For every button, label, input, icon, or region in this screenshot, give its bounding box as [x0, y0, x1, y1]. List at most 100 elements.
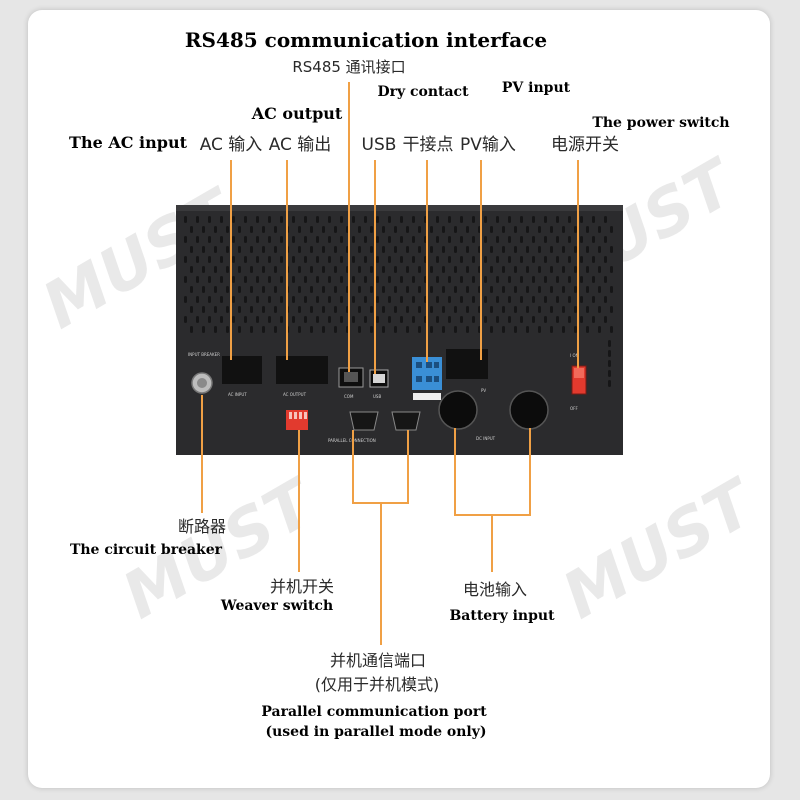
vent-slot — [334, 286, 337, 293]
vent-slot — [436, 256, 439, 263]
vent-slot — [592, 236, 595, 243]
vent-slot — [574, 266, 577, 273]
vent-slot — [508, 296, 511, 303]
vent-slot — [544, 236, 547, 243]
vent-slot — [532, 216, 535, 223]
vent-slot — [220, 236, 223, 243]
vent-slot — [352, 316, 355, 323]
vent-slot — [190, 246, 193, 253]
parallel-panel-label: PARALLEL CONNECTION — [328, 438, 376, 443]
vent-slot — [298, 226, 301, 233]
vent-slot — [196, 316, 199, 323]
vent-slot — [364, 216, 367, 223]
vent-slot — [340, 276, 343, 283]
vent-slot — [388, 216, 391, 223]
vent-slot — [418, 226, 421, 233]
vent-slot — [292, 216, 295, 223]
vent-slot — [298, 246, 301, 253]
vent-slot — [436, 236, 439, 243]
vent-slot — [352, 276, 355, 283]
vent-slot — [262, 306, 265, 313]
vent-slot — [328, 316, 331, 323]
vent-slot — [502, 246, 505, 253]
dip-switch-keys — [289, 412, 307, 419]
vent-slot — [568, 236, 571, 243]
label-usb: USB — [362, 135, 397, 155]
vent-slot — [316, 236, 319, 243]
vent-slot — [274, 226, 277, 233]
vent-slot — [514, 286, 517, 293]
vent-slot — [214, 246, 217, 253]
vent-slot — [364, 276, 367, 283]
label-parallel-port-en-1: Parallel communication port — [261, 704, 487, 720]
vent-slot — [460, 216, 463, 223]
ac-input-block — [222, 356, 262, 384]
vent-slot — [394, 326, 397, 333]
vent-slot — [556, 296, 559, 303]
com-panel-label: COM — [344, 394, 354, 399]
vent-slot — [502, 286, 505, 293]
vent-slot — [232, 316, 235, 323]
vent-slot — [274, 326, 277, 333]
vent-slot — [526, 326, 529, 333]
vent-slot — [214, 266, 217, 273]
vent-slot — [568, 296, 571, 303]
vent-slot — [418, 286, 421, 293]
vent-slot — [496, 296, 499, 303]
vent-slot — [220, 296, 223, 303]
vent-slot — [328, 296, 331, 303]
pv-panel-label: PV — [481, 388, 486, 393]
vent-slot — [430, 266, 433, 273]
vent-slot — [466, 306, 469, 313]
label-parallel-switch-cn: 并机开关 — [270, 577, 334, 596]
vent-slot — [562, 246, 565, 253]
vent-slot — [292, 236, 295, 243]
vent-slot — [448, 316, 451, 323]
vent-slot — [610, 246, 613, 253]
vent-slot — [466, 286, 469, 293]
vent-slot — [568, 276, 571, 283]
vent-slot — [196, 236, 199, 243]
vent-slot — [538, 266, 541, 273]
vent-slot — [412, 316, 415, 323]
vent-slot — [580, 296, 583, 303]
vent-slot — [496, 316, 499, 323]
vent-slot — [550, 246, 553, 253]
vent-slot — [298, 266, 301, 273]
vent-slot — [604, 256, 607, 263]
vent-slot — [376, 256, 379, 263]
switch-off-label: OFF — [570, 406, 578, 411]
vent-slot — [526, 306, 529, 313]
vent-slot — [226, 226, 229, 233]
vent-slot — [262, 286, 265, 293]
vent-slot — [316, 216, 319, 223]
vent-slot — [220, 216, 223, 223]
vent-slot — [328, 216, 331, 223]
vent-slot — [382, 326, 385, 333]
breaker-core — [197, 378, 207, 388]
vent-slot — [556, 276, 559, 283]
vent-slot — [550, 226, 553, 233]
vent-slot — [388, 256, 391, 263]
battery-terminal-right — [509, 390, 549, 430]
vent-slot — [544, 216, 547, 223]
vent-slot — [460, 276, 463, 283]
vent-slot — [238, 326, 241, 333]
vent-slot — [562, 286, 565, 293]
battery-terminal-left — [438, 390, 478, 430]
parallel-port-right — [391, 411, 421, 431]
vent-slot — [394, 246, 397, 253]
vent-slot — [256, 316, 259, 323]
vent-slot — [256, 296, 259, 303]
usb-panel-label: USB — [373, 394, 381, 399]
vent-slot — [394, 266, 397, 273]
vent-slot — [526, 286, 529, 293]
vent-slot — [250, 246, 253, 253]
vent-slot — [184, 316, 187, 323]
vent-slot — [496, 216, 499, 223]
vent-slot — [280, 296, 283, 303]
vent-slot — [214, 326, 217, 333]
vent-slot — [292, 256, 295, 263]
vent-slot — [358, 326, 361, 333]
vent-slot — [544, 276, 547, 283]
